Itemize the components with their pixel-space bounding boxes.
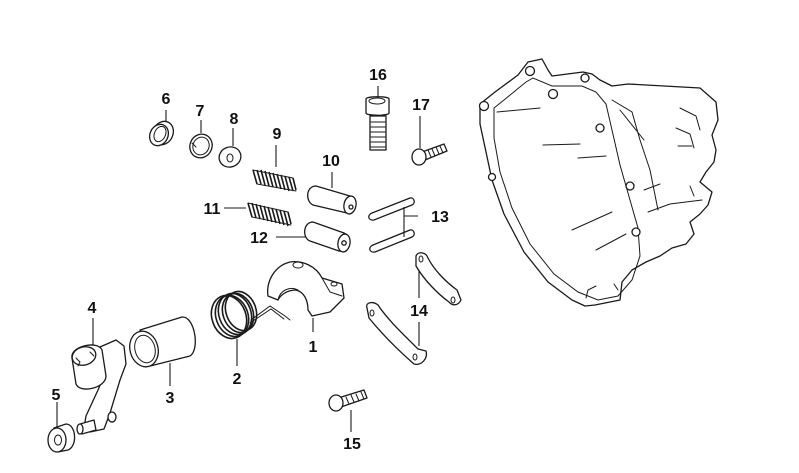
part-7-circlip: [189, 133, 213, 159]
label-part-17: 17: [412, 97, 430, 114]
label-part-3: 3: [166, 390, 175, 407]
label-part-13: 13: [431, 209, 449, 226]
label-part-7: 7: [196, 103, 205, 120]
label-part-4: 4: [88, 300, 97, 317]
part-16-socket-head-bolt: [365, 96, 390, 151]
part-8-washer: [218, 146, 242, 168]
leader-13: [403, 207, 418, 237]
part-9-compression-spring: [252, 169, 297, 192]
label-part-5: 5: [52, 387, 61, 404]
label-part-15: 15: [343, 436, 361, 453]
transmission-housing: [478, 58, 719, 307]
label-part-14: 14: [410, 303, 428, 320]
label-part-1: 1: [309, 339, 318, 356]
part-labels: 1 2 3 4 5 6 7 8 9 10 11 12 13 14 15 16 1…: [52, 67, 449, 453]
part-15-hex-bolt: [328, 389, 368, 412]
part-5-roller: [47, 423, 76, 453]
part-17-hex-bolt: [411, 143, 448, 166]
part-13-pins: [368, 197, 415, 253]
label-part-11: 11: [204, 201, 221, 218]
part-2-torsion-spring: [210, 290, 291, 340]
label-part-9: 9: [273, 126, 282, 143]
leader-lines: [56, 86, 421, 432]
part-10-detent-plunger: [307, 185, 357, 215]
part-11-compression-spring: [247, 202, 292, 227]
part-4-lever-arm: [71, 339, 127, 435]
label-part-6: 6: [162, 91, 171, 108]
label-part-2: 2: [233, 371, 242, 388]
label-part-16: 16: [369, 67, 387, 84]
label-part-10: 10: [322, 153, 340, 170]
part-1-shift-bracket: [267, 260, 345, 317]
part-3-sleeve: [129, 316, 196, 368]
part-12-detent-plunger: [304, 221, 351, 253]
label-part-8: 8: [230, 111, 239, 128]
part-6-ring-bushing: [148, 120, 175, 147]
part-14-retaining-brackets: [366, 252, 462, 365]
label-part-12: 12: [250, 230, 268, 247]
